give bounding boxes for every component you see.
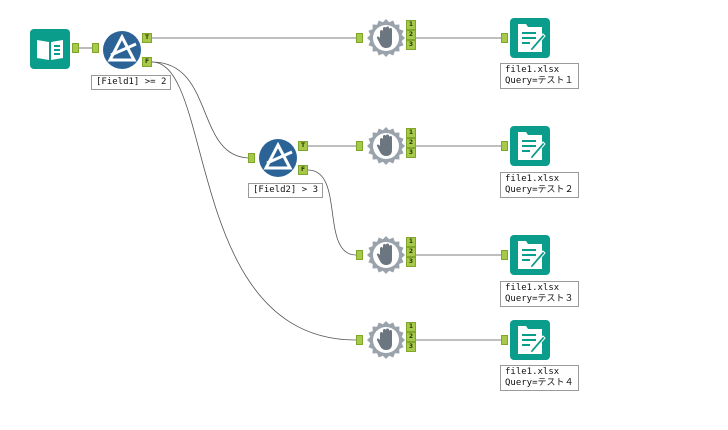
hand-icon: [367, 127, 405, 165]
output-data-tool-3[interactable]: [510, 235, 550, 275]
output-file-name: file1.xlsx: [505, 367, 560, 377]
block-until-done-1-output-anchor-1[interactable]: 1: [406, 20, 416, 30]
hand-icon: [367, 19, 405, 57]
block-until-done-tool-1[interactable]: [366, 18, 406, 58]
block-until-done-2-output-anchor-2[interactable]: 2: [406, 138, 416, 148]
input-data-tool[interactable]: [30, 29, 70, 69]
output-data-tool-2[interactable]: [510, 126, 550, 166]
filter-icon: [103, 31, 141, 69]
block-until-done-tool-3[interactable]: [366, 235, 406, 275]
input-output-anchor[interactable]: [72, 43, 79, 53]
filter2-true-anchor[interactable]: T: [298, 141, 308, 151]
filter2-annotation: [Field2] > 3: [248, 183, 324, 198]
output-file-icon: [510, 320, 550, 360]
filter1-true-anchor[interactable]: T: [142, 33, 152, 43]
block-until-done-2-output-anchor-1[interactable]: 1: [406, 128, 416, 138]
output-file-icon: [510, 126, 550, 166]
block-until-done-3-output-anchor-1[interactable]: 1: [406, 237, 416, 247]
hand-icon: [367, 236, 405, 274]
output-data-tool-1[interactable]: [510, 18, 550, 58]
block-until-done-3-input-anchor[interactable]: [356, 250, 363, 260]
output-file-name: file1.xlsx: [505, 283, 560, 293]
block-until-done-1-output-anchor-3[interactable]: 3: [406, 40, 416, 50]
block-until-done-tool-4[interactable]: [366, 320, 406, 360]
filter2-false-anchor[interactable]: F: [298, 165, 308, 175]
filter1-input-anchor[interactable]: [92, 43, 99, 53]
block-until-done-3-output-anchor-2[interactable]: 2: [406, 247, 416, 257]
block-until-done-4-output-anchor-2[interactable]: 2: [406, 332, 416, 342]
block-until-done-1-output-anchor-2[interactable]: 2: [406, 30, 416, 40]
filter-icon: [259, 139, 297, 177]
book-icon: [30, 29, 70, 69]
block-until-done-3-output-anchor-3[interactable]: 3: [406, 257, 416, 267]
block-until-done-4-output-anchor-1[interactable]: 1: [406, 322, 416, 332]
filter2-input-anchor[interactable]: [248, 153, 255, 163]
output-3-input-anchor[interactable]: [501, 250, 508, 260]
block-until-done-4-output-anchor-3[interactable]: 3: [406, 342, 416, 352]
block-until-done-tool-2[interactable]: [366, 126, 406, 166]
block-until-done-4-input-anchor[interactable]: [356, 335, 363, 345]
output-query-text: Query=テスト３: [505, 294, 574, 304]
filter-tool-1[interactable]: [102, 30, 142, 70]
output-query-text: Query=テスト１: [505, 76, 574, 86]
output-file-icon: [510, 18, 550, 58]
output-1-input-anchor[interactable]: [501, 33, 508, 43]
wire-filter2-false-block3: [307, 169, 357, 256]
output-query-text: Query=テスト２: [505, 185, 574, 195]
filter-tool-2[interactable]: [258, 138, 298, 178]
output-query-text: Query=テスト４: [505, 378, 574, 388]
output-2-input-anchor[interactable]: [501, 141, 508, 151]
output-file-name: file1.xlsx: [505, 174, 560, 184]
output-4-input-anchor[interactable]: [501, 335, 508, 345]
filter1-false-anchor[interactable]: F: [142, 57, 152, 67]
block-until-done-2-input-anchor[interactable]: [356, 141, 363, 151]
wire-filter1-false-block4: [151, 61, 357, 341]
output-file-icon: [510, 235, 550, 275]
output-data-tool-4[interactable]: [510, 320, 550, 360]
output-file-name: file1.xlsx: [505, 65, 560, 75]
hand-icon: [367, 321, 405, 359]
block-until-done-2-output-anchor-3[interactable]: 3: [406, 148, 416, 158]
filter1-annotation: [Field1] >= 2: [91, 75, 172, 90]
block-until-done-1-input-anchor[interactable]: [356, 33, 363, 43]
wire-filter1-false-filter2: [151, 61, 251, 159]
